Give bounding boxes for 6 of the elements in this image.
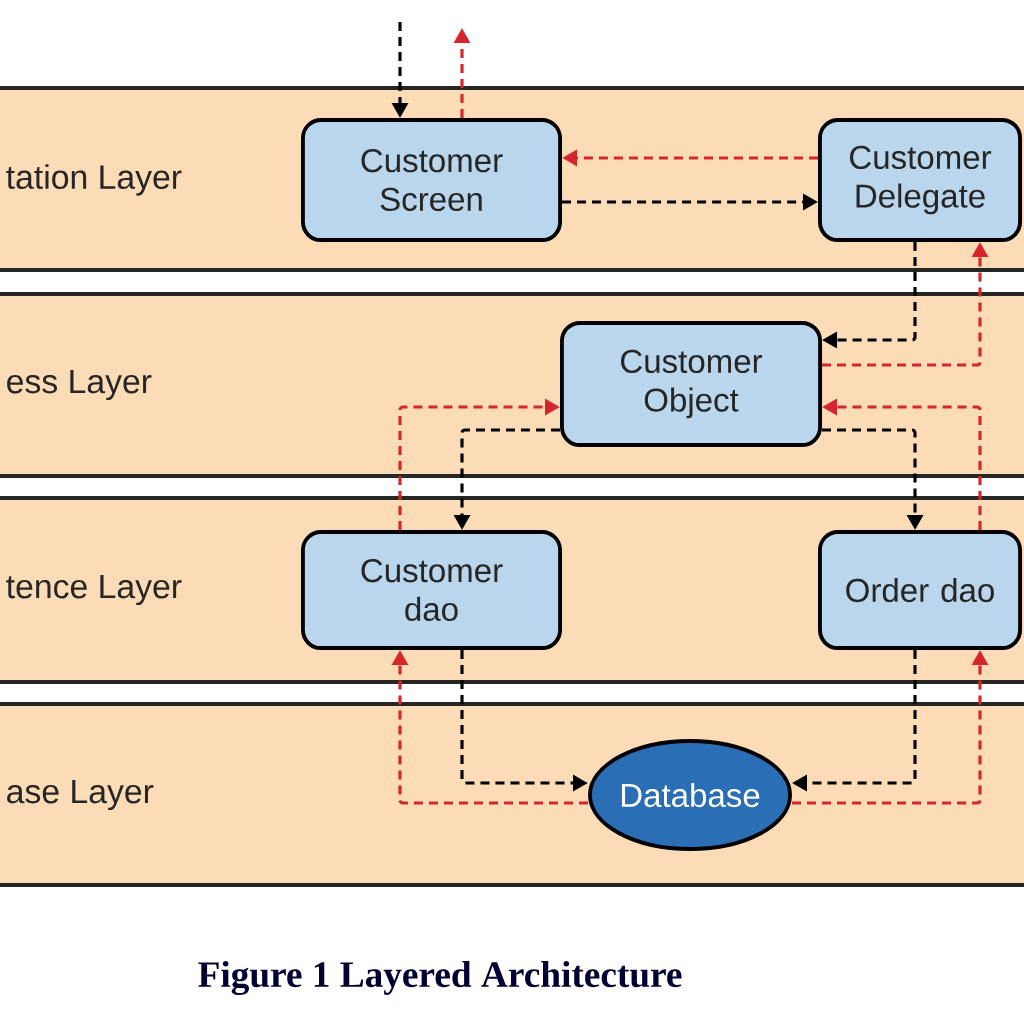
component-box: Customer Object xyxy=(560,321,823,447)
figure-caption: Figure 1 Layered Architecture xyxy=(198,960,682,996)
component-box: Customer dao xyxy=(301,530,562,650)
component-box: Customer Delegate xyxy=(818,118,1022,242)
component-box: Customer Screen xyxy=(301,118,562,242)
component-box: Order dao xyxy=(818,530,1022,650)
